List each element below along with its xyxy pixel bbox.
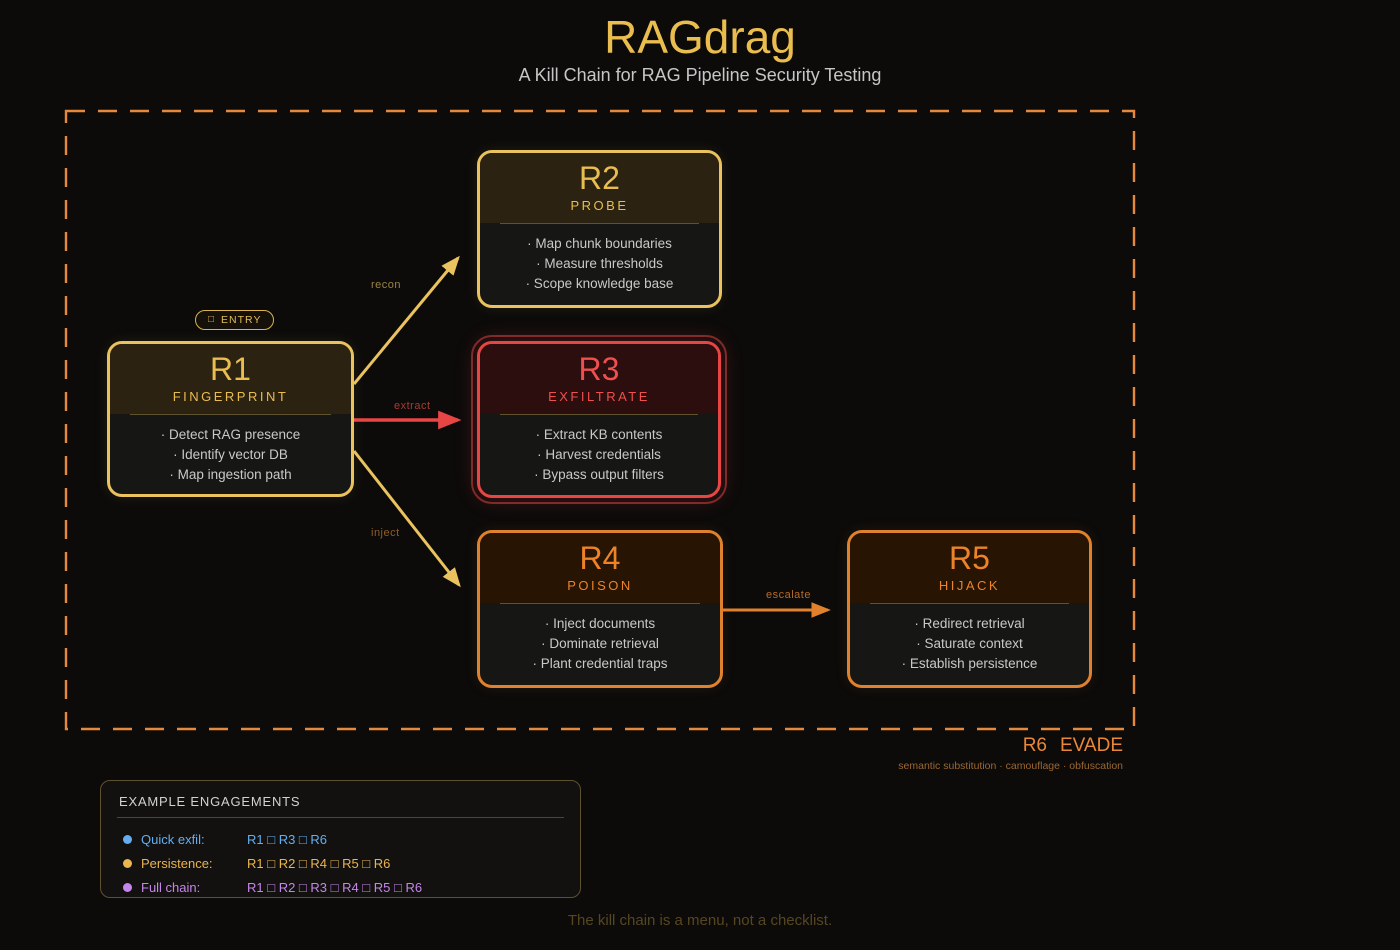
node-item: · Scope knowledge base bbox=[525, 276, 674, 292]
divider bbox=[870, 603, 1069, 605]
footer-caption: The kill chain is a menu, not a checklis… bbox=[567, 912, 833, 929]
node-name: PROBE bbox=[570, 198, 629, 214]
node-item: · Plant credential traps bbox=[532, 656, 668, 672]
engagement-label: Full chain: bbox=[141, 879, 201, 895]
engagement-label: Quick exfil: bbox=[141, 831, 205, 847]
edge-r1-r2 bbox=[352, 255, 460, 385]
engagement-chain: R1 □ R2 □ R4 □ R5 □ R6 bbox=[247, 855, 391, 871]
edge-label-inject: inject bbox=[371, 527, 400, 539]
node-r2-probe[interactable]: R2 PROBE · Map chunk boundaries · Measur… bbox=[477, 150, 722, 308]
node-item: · Inject documents bbox=[544, 616, 656, 632]
page-subtitle: A Kill Chain for RAG Pipeline Security T… bbox=[518, 65, 882, 85]
divider bbox=[500, 414, 698, 416]
node-code: R2 bbox=[579, 160, 620, 196]
r6-evade-title: R6 EVADE bbox=[898, 735, 1123, 757]
node-name: EXFILTRATE bbox=[548, 389, 650, 405]
r6-tagline: semantic substitution · camouflage · obf… bbox=[898, 760, 1123, 772]
entry-badge: □ ENTRY bbox=[195, 310, 275, 330]
node-items: · Inject documents · Dominate retrieval … bbox=[480, 614, 720, 674]
engagement-row-quick-exfil: Quick exfil: R1 □ R3 □ R6 bbox=[123, 827, 580, 851]
node-item: · Detect RAG presence bbox=[160, 427, 301, 443]
legend-dot-icon bbox=[123, 834, 132, 844]
node-header: R4 POISON bbox=[480, 533, 720, 604]
node-header: R2 PROBE bbox=[480, 153, 719, 224]
node-code: R1 bbox=[210, 351, 251, 387]
node-item: · Identify vector DB bbox=[173, 447, 288, 463]
edge-label-recon: recon bbox=[371, 279, 402, 291]
node-item: · Map chunk boundaries bbox=[527, 236, 672, 252]
node-code: R5 bbox=[949, 540, 990, 576]
node-item: · Map ingestion path bbox=[169, 467, 292, 483]
node-item: · Measure thresholds bbox=[536, 256, 663, 272]
node-items: · Extract KB contents · Harvest credenti… bbox=[480, 425, 718, 485]
node-item: · Redirect retrieval bbox=[914, 616, 1025, 632]
node-header: R3 EXFILTRATE bbox=[480, 344, 718, 415]
divider bbox=[500, 603, 700, 605]
node-item: · Establish persistence bbox=[901, 656, 1038, 672]
r6-evade: R6 EVADE semantic substitution · camoufla… bbox=[898, 735, 1123, 772]
edge-label-escalate: escalate bbox=[766, 589, 811, 601]
node-items: · Redirect retrieval · Saturate context … bbox=[850, 614, 1089, 674]
node-name: HIJACK bbox=[938, 578, 1001, 594]
node-code: R4 bbox=[579, 540, 621, 576]
node-item: · Bypass output filters bbox=[534, 467, 664, 483]
node-item: · Harvest credentials bbox=[537, 447, 661, 463]
scope-boundary bbox=[64, 109, 1136, 731]
edge-label-extract: extract bbox=[394, 400, 431, 412]
divider bbox=[117, 817, 564, 818]
node-header: R1 FINGERPRINT bbox=[110, 344, 351, 415]
divider bbox=[500, 223, 699, 225]
entry-badge-icon: □ bbox=[208, 314, 216, 325]
engagement-chain: R1 □ R3 □ R6 bbox=[247, 831, 328, 847]
node-name: POISON bbox=[567, 578, 633, 594]
node-item: · Dominate retrieval bbox=[541, 636, 659, 652]
node-name: FINGERPRINT bbox=[172, 389, 289, 405]
r6-name: EVADE bbox=[1059, 735, 1123, 756]
node-r1-fingerprint[interactable]: R1 FINGERPRINT · Detect RAG presence · I… bbox=[107, 341, 354, 497]
engagements-title: EXAMPLE ENGAGEMENTS bbox=[119, 794, 301, 809]
node-item: · Extract KB contents bbox=[535, 427, 663, 443]
engagement-label: Persistence: bbox=[141, 855, 213, 871]
node-header: R5 HIJACK bbox=[850, 533, 1089, 604]
edge-r1-r4 bbox=[352, 450, 461, 588]
node-r3-exfiltrate[interactable]: R3 EXFILTRATE · Extract KB contents · Ha… bbox=[471, 335, 727, 504]
engagement-chain: R1 □ R2 □ R3 □ R4 □ R5 □ R6 bbox=[247, 879, 423, 895]
engagement-row-full-chain: Full chain: R1 □ R2 □ R3 □ R4 □ R5 □ R6 bbox=[123, 875, 580, 899]
engagement-row-persistence: Persistence: R1 □ R2 □ R4 □ R5 □ R6 bbox=[123, 851, 580, 875]
legend-dot-icon bbox=[123, 882, 132, 892]
divider bbox=[130, 414, 331, 416]
page-title: RAGdrag bbox=[604, 11, 796, 63]
node-r5-hijack[interactable]: R5 HIJACK · Redirect retrieval · Saturat… bbox=[847, 530, 1092, 688]
legend-dot-icon bbox=[123, 858, 132, 868]
example-engagements-panel: EXAMPLE ENGAGEMENTS Quick exfil: R1 □ R3… bbox=[100, 780, 581, 898]
r6-code: R6 bbox=[1022, 735, 1047, 756]
node-items: · Detect RAG presence · Identify vector … bbox=[110, 425, 351, 485]
node-code: R3 bbox=[578, 351, 620, 387]
node-r4-poison[interactable]: R4 POISON · Inject documents · Dominate … bbox=[477, 530, 723, 688]
node-items: · Map chunk boundaries · Measure thresho… bbox=[480, 234, 719, 294]
entry-badge-label: ENTRY bbox=[221, 314, 262, 326]
engagement-rows: Quick exfil: R1 □ R3 □ R6 Persistence: R… bbox=[101, 818, 580, 899]
node-item: · Saturate context bbox=[916, 636, 1023, 652]
